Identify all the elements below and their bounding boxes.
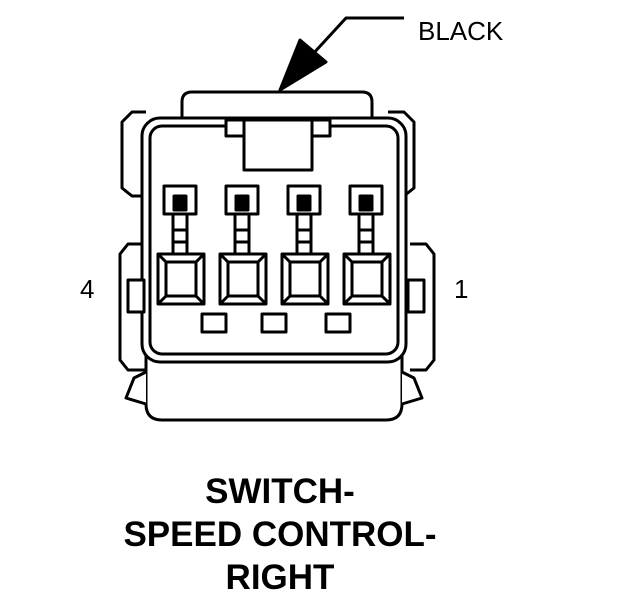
left-foot	[124, 370, 147, 406]
top-key-left-notch	[224, 118, 246, 138]
left-window	[126, 278, 146, 314]
bottom-key-2	[260, 312, 288, 334]
top-key-right-notch	[310, 118, 332, 138]
leader-arrow	[278, 16, 404, 92]
pin-number-left: 4	[80, 274, 95, 304]
right-foot	[401, 370, 424, 406]
pin-number-right: 1	[454, 274, 469, 304]
title-line-2: SPEED CONTROL-	[123, 515, 437, 554]
terminal-cavity-1	[342, 184, 392, 306]
bottom-shroud	[144, 350, 404, 422]
connector-title: SWITCH- SPEED CONTROL- RIGHT	[0, 470, 560, 599]
top-lock-tab	[180, 90, 374, 118]
right-window	[406, 278, 426, 314]
left-outer-ear	[120, 110, 146, 198]
title-line-1: SWITCH-	[205, 472, 355, 511]
terminal-cavity-4	[156, 184, 206, 306]
title-line-3: RIGHT	[225, 558, 335, 597]
top-key	[242, 118, 314, 172]
terminal-cavity-3	[218, 184, 268, 306]
terminal-cavity-2	[280, 184, 330, 306]
bottom-key-1	[200, 312, 228, 334]
wire-color-label: BLACK	[418, 16, 504, 46]
bottom-key-3	[324, 312, 352, 334]
